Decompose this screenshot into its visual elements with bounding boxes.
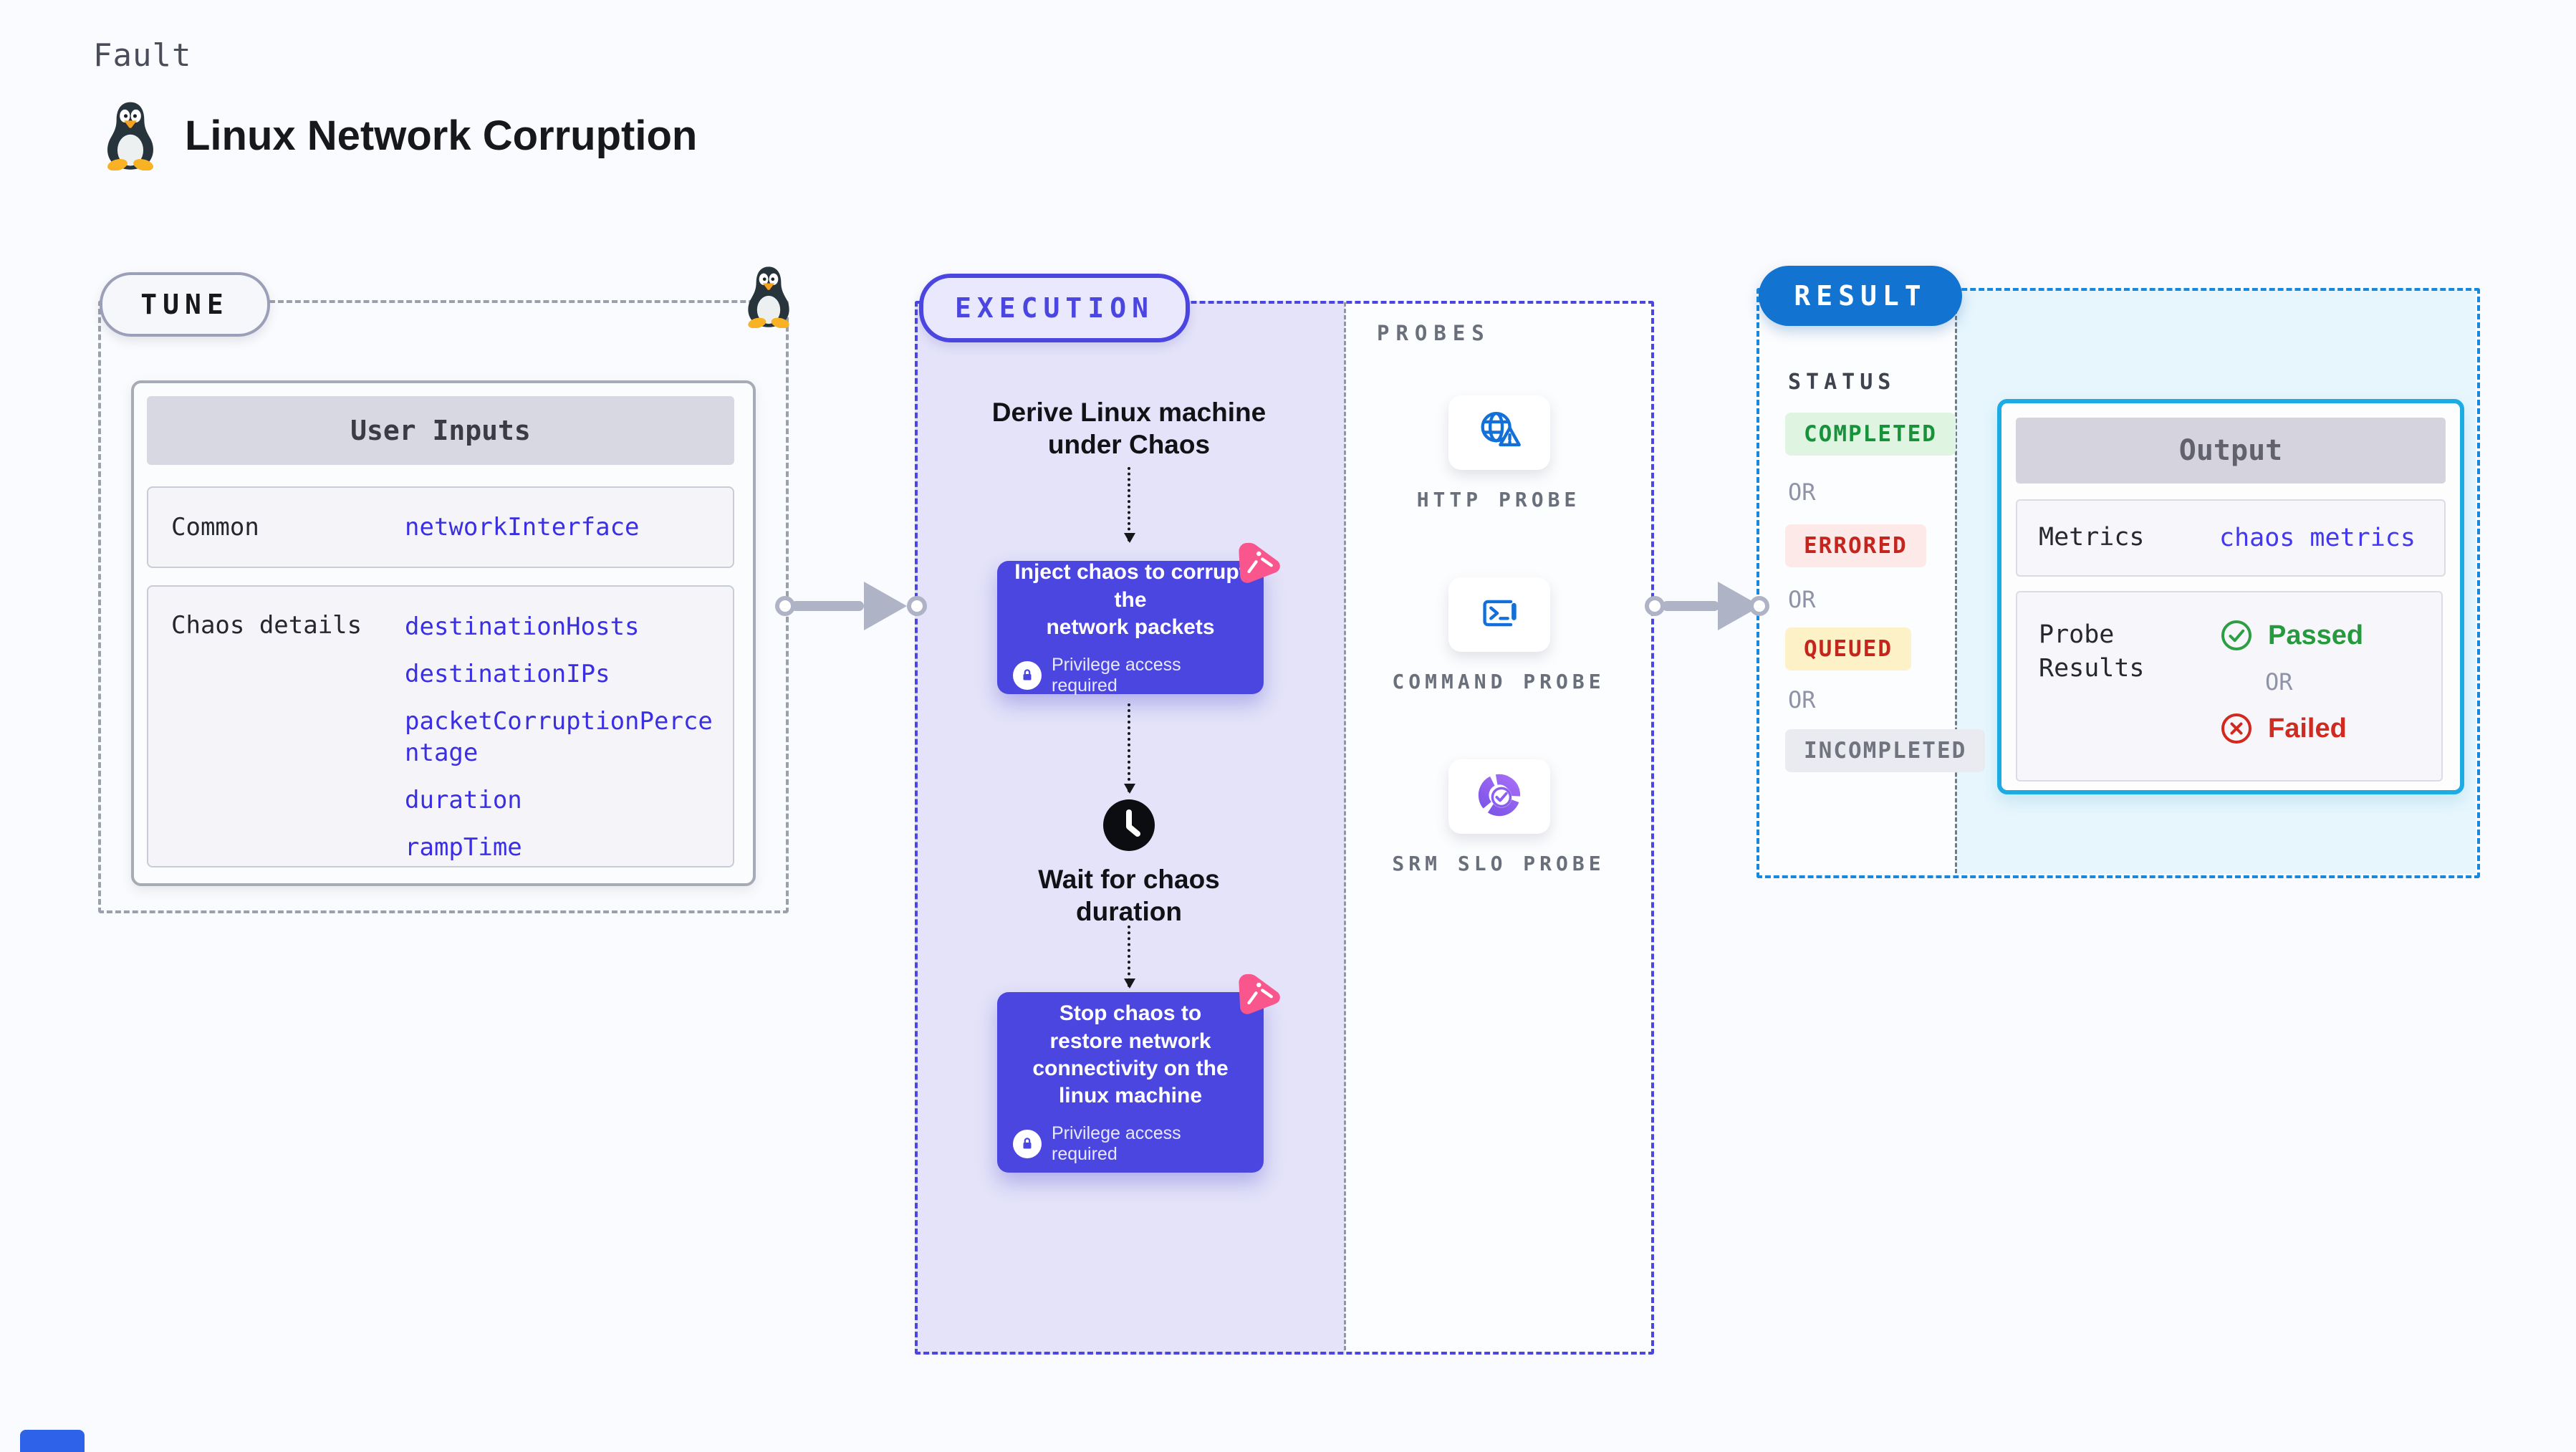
fault-kicker: Fault (93, 37, 192, 74)
input-row-label: Chaos details (171, 611, 362, 640)
input-row-label: Common (171, 513, 259, 542)
stop-chaos-title: Stop chaos to restore network connectivi… (1032, 1001, 1229, 1108)
status-badge-errored: ERRORED (1785, 524, 1926, 567)
check-circle-icon (2219, 618, 2254, 653)
derive-step-label: Derive Linux machine under Chaos (991, 398, 1267, 460)
execution-dashed-border (915, 301, 1654, 1355)
inject-chaos-card: Inject chaos to corrupt the network pack… (997, 560, 1264, 696)
execution-badge: EXECUTION (919, 274, 1190, 342)
flow-arrow-down (1124, 925, 1135, 989)
output-header: Output (2016, 418, 2446, 484)
input-value: networkInterface (405, 513, 640, 542)
passed-label: Passed (2268, 620, 2364, 650)
probes-heading: PROBES (1377, 321, 1491, 345)
lock-icon (1013, 660, 1042, 690)
or-separator: OR (2265, 668, 2293, 696)
tune-badge: TUNE (100, 272, 270, 337)
page-header: Linux Network Corruption (100, 100, 697, 170)
input-row-chaos-details: Chaos details destinationHosts destinati… (147, 585, 734, 867)
output-card: Output Metrics chaos metrics Probe Resul… (1997, 399, 2464, 794)
globe-alert-icon (1474, 406, 1524, 460)
input-value: destinationHosts (405, 612, 640, 641)
chaos-spark-icon (1229, 967, 1287, 1024)
input-value: rampTime (405, 833, 522, 862)
input-value: packetCorruptionPercentage (405, 707, 713, 767)
inject-chaos-title: Inject chaos to corrupt the network pack… (1014, 560, 1246, 640)
result-dashed-border (1756, 288, 2480, 878)
status-column (1758, 289, 1956, 874)
user-inputs-header: User Inputs (147, 396, 734, 465)
clock-icon (1102, 798, 1156, 856)
flow-arrow-down (1124, 467, 1135, 543)
input-row-common: Common networkInterface (147, 486, 734, 568)
linux-tux-icon (100, 100, 160, 170)
chaos-spark-icon (1229, 536, 1287, 593)
or-separator: OR (1788, 686, 1816, 713)
metrics-label: Metrics (2039, 523, 2145, 552)
metrics-value: chaos metrics (2219, 524, 2416, 552)
wait-step-label: Wait for chaos duration (1038, 865, 1220, 927)
srm-slo-probe-label: SRM SLO PROBE (1392, 852, 1605, 875)
privilege-note: Privilege access required (1052, 1122, 1181, 1164)
execution-probes-divider (1344, 302, 1346, 1350)
terminal-icon (1474, 588, 1524, 642)
stop-chaos-card: Stop chaos to restore network connectivi… (997, 992, 1264, 1173)
flow-arrow-down (1124, 703, 1135, 794)
cropped-blue-pill (20, 1430, 85, 1452)
metrics-row: Metrics chaos metrics (2016, 499, 2446, 577)
command-probe-card (1448, 577, 1550, 652)
srm-slo-probe-card (1448, 759, 1550, 834)
privilege-note: Privilege access required (1052, 654, 1181, 696)
http-probe-card (1448, 395, 1550, 470)
probe-results-label: Probe Results (2039, 620, 2145, 683)
status-output-divider (1955, 290, 1957, 873)
status-badge-incompleted: INCOMPLETED (1785, 729, 1986, 772)
input-value: destinationIPs (405, 660, 610, 688)
http-probe-label: HTTP PROBE (1416, 488, 1581, 511)
slo-donut-icon (1474, 770, 1524, 824)
x-circle-icon (2219, 711, 2254, 746)
command-probe-label: COMMAND PROBE (1392, 670, 1605, 693)
input-value: duration (405, 786, 522, 814)
status-badge-completed: COMPLETED (1785, 413, 1956, 456)
status-badge-queued: QUEUED (1785, 628, 1911, 670)
status-heading: STATUS (1788, 370, 1896, 395)
page-title: Linux Network Corruption (185, 112, 698, 159)
or-separator: OR (1788, 586, 1816, 613)
lock-icon (1013, 1129, 1042, 1158)
linux-tux-icon-small (742, 265, 795, 332)
result-badge: RESULT (1759, 266, 1962, 326)
or-separator: OR (1788, 479, 1816, 506)
probe-results-row: Probe Results Passed OR (2016, 591, 2443, 782)
failed-label: Failed (2268, 713, 2347, 744)
